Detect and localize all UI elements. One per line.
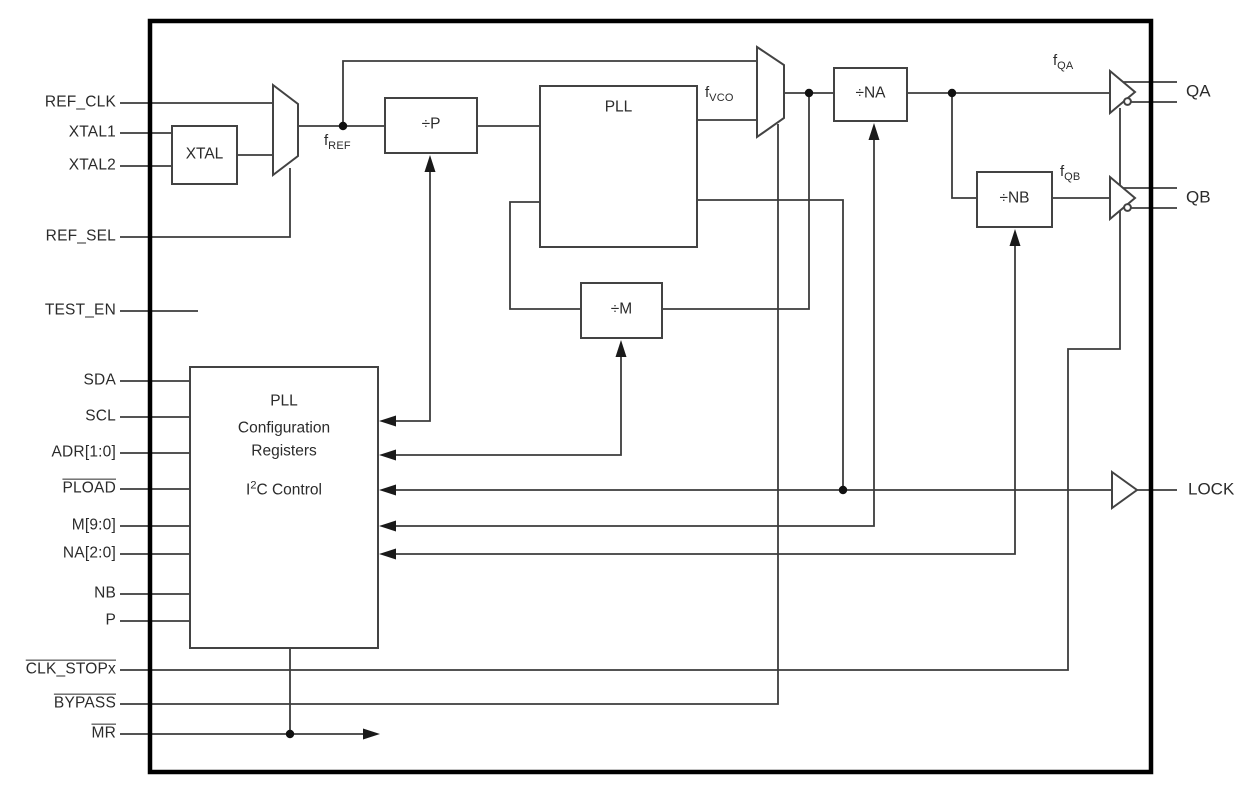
divna-block xyxy=(833,67,908,122)
i2c-rest: C Control xyxy=(256,481,322,499)
bypass-mux xyxy=(756,45,785,139)
pin-sda: SDA xyxy=(83,371,116,389)
pin-clk-stopx: CLK_STOPx xyxy=(0,661,116,679)
f-qb-base: f xyxy=(1060,163,1065,180)
qb-buffer xyxy=(1109,174,1137,222)
qb-invert-bubble xyxy=(1123,203,1132,212)
f-qa-label: fQA xyxy=(1053,52,1073,72)
wire-divm-out xyxy=(509,201,581,310)
pin-test-en: TEST_EN xyxy=(44,301,116,319)
pll-label: PLL xyxy=(604,98,633,116)
arrow-into-divp xyxy=(424,155,436,172)
pin-m: M[9:0] xyxy=(71,516,116,534)
arrow-mr-right xyxy=(363,728,380,740)
f-vco-label: fVCO xyxy=(705,84,734,104)
divna-label: ÷NA xyxy=(855,84,886,102)
wire-bypass-sel xyxy=(120,124,779,705)
divnb-label: ÷NB xyxy=(999,189,1030,207)
arrow-into-divnb xyxy=(1009,229,1021,246)
arrow-into-divna xyxy=(868,123,880,140)
pin-scl: SCL xyxy=(85,407,116,425)
pin-ref-clk: REF_CLK xyxy=(44,93,116,111)
pin-bypass: BYPASS xyxy=(0,695,116,713)
wire-clk-stop xyxy=(120,108,1121,671)
pin-xtal1: XTAL1 xyxy=(68,123,116,141)
wire-ctl-divm xyxy=(394,356,622,456)
f-vco-sub: VCO xyxy=(709,92,734,104)
wire-ctl-divna xyxy=(394,139,875,527)
pin-bypass-text: BYPASS xyxy=(53,694,116,712)
arrow-into-config-2 xyxy=(379,449,396,461)
f-ref-label: fREF xyxy=(324,132,351,152)
pin-mr: MR xyxy=(0,725,116,743)
pin-lock: LOCK xyxy=(1188,479,1235,499)
i2c-base: I xyxy=(246,481,251,499)
pin-p: P xyxy=(105,611,116,629)
config-label-i2c: I2C Control xyxy=(190,480,378,500)
pin-pload-text: PLOAD xyxy=(62,479,116,497)
divm-label: ÷M xyxy=(610,300,633,318)
xtal-block xyxy=(171,125,238,185)
divp-label: ÷P xyxy=(421,115,441,133)
arrow-into-config-1 xyxy=(379,415,396,427)
config-label-line2: Configuration xyxy=(237,419,331,437)
divm-block xyxy=(580,282,663,339)
pin-xtal2: XTAL2 xyxy=(68,156,116,174)
wire-bypass-top xyxy=(342,60,757,126)
junction-fref xyxy=(338,121,348,131)
qa-invert-bubble xyxy=(1123,97,1132,106)
arrow-into-divm xyxy=(615,340,627,357)
wire-ctl-divnb xyxy=(394,245,1016,555)
arrow-into-config-3 xyxy=(379,484,396,496)
f-ref-base: f xyxy=(324,132,329,149)
pin-clk-stopx-text: CLK_STOPx xyxy=(25,660,116,678)
i2c-sup: 2 xyxy=(250,479,257,492)
config-registers-block xyxy=(189,366,379,649)
pin-qb: QB xyxy=(1186,187,1211,207)
wire-divnb-in xyxy=(951,93,977,199)
f-ref-sub: REF xyxy=(328,140,351,152)
qa-buffer xyxy=(1109,68,1137,116)
pll-block xyxy=(539,85,698,248)
pin-pload: PLOAD xyxy=(0,480,116,498)
junction-mux2-out xyxy=(804,88,814,98)
pin-ref-sel: REF_SEL xyxy=(45,227,116,245)
pin-qa: QA xyxy=(1186,81,1211,101)
divnb-block xyxy=(976,171,1053,228)
chip-boundary xyxy=(147,18,1154,775)
f-qa-base: f xyxy=(1053,52,1058,69)
pin-nb: NB xyxy=(94,584,116,602)
f-qb-sub: QB xyxy=(1064,171,1081,183)
config-label-line1: PLL xyxy=(270,392,298,410)
f-qb-label: fQB xyxy=(1060,163,1080,183)
pin-adr: ADR[1:0] xyxy=(51,443,116,461)
divp-block xyxy=(384,97,478,154)
wire-feedback-down xyxy=(662,93,810,310)
wire-ctl-divp xyxy=(394,171,431,422)
f-qa-sub: QA xyxy=(1057,60,1074,72)
f-vco-base: f xyxy=(705,84,710,101)
junction-divna-out xyxy=(947,88,957,98)
ref-mux xyxy=(272,82,299,178)
arrow-into-config-4 xyxy=(379,520,396,532)
pin-na: NA[2:0] xyxy=(62,544,116,562)
arrow-into-config-5 xyxy=(379,548,396,560)
config-label-line3: Registers xyxy=(251,442,317,460)
wire-pll-lock xyxy=(697,199,844,490)
lock-buffer xyxy=(1111,470,1139,510)
junction-lock xyxy=(838,485,848,495)
wire-ref-sel xyxy=(120,168,291,238)
xtal-label: XTAL xyxy=(185,145,224,163)
junction-mr xyxy=(285,729,295,739)
pin-mr-text: MR xyxy=(91,724,116,742)
